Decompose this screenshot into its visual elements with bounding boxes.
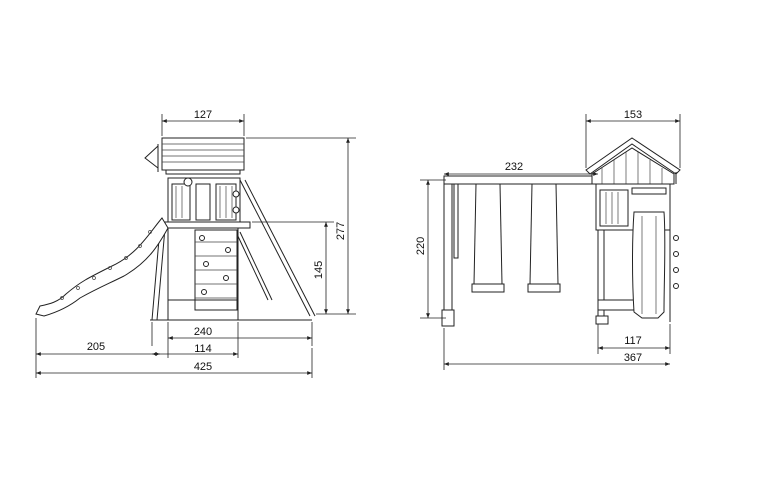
dim-height-total: 277 xyxy=(335,222,347,240)
front-view: 153 232 220 117 367 xyxy=(415,109,681,370)
dim-top-width: 127 xyxy=(194,109,212,121)
dim-swing-height: 220 xyxy=(415,237,427,255)
tower-frame xyxy=(150,179,316,321)
tower-cabin xyxy=(159,177,251,229)
side-view: 127 277 145 240 205 114 425 xyxy=(35,109,356,378)
swing-seat-left xyxy=(471,183,505,293)
slide-front xyxy=(632,211,679,319)
swing-seat-right xyxy=(527,183,561,293)
dim-slide-length: 205 xyxy=(87,341,105,353)
swing-frame xyxy=(441,175,597,327)
flag xyxy=(144,144,159,172)
dim-slide-width: 117 xyxy=(624,335,642,347)
tower-roof-front xyxy=(585,137,681,185)
dim-overall-width: 367 xyxy=(624,352,642,364)
dim-overall-length: 425 xyxy=(194,361,212,373)
dim-swing-beam: 232 xyxy=(505,161,523,173)
slide-side xyxy=(35,217,169,317)
dim-platform-height: 145 xyxy=(313,261,325,279)
dim-base-width: 240 xyxy=(194,326,212,338)
dim-roof-width: 153 xyxy=(624,109,642,121)
tower-roof xyxy=(161,137,245,175)
dim-tower-width: 114 xyxy=(194,343,212,355)
